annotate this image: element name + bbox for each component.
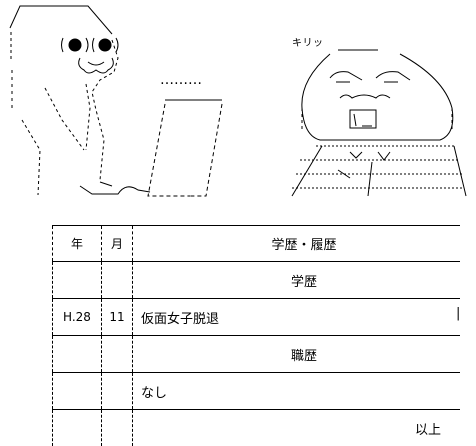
right-character-shirt: [292, 146, 466, 196]
header-month: 月: [102, 226, 133, 262]
table-row: なし: [53, 373, 460, 410]
row-content: 職歴: [291, 349, 317, 364]
left-character-mouth: [79, 58, 114, 73]
left-character-eyes: [62, 38, 119, 52]
kiri-sound-effect: キリッ: [292, 38, 324, 50]
right-character-head: [302, 50, 453, 140]
right-character-mouth: [340, 95, 390, 128]
ascii-art-scene: ………: [0, 0, 476, 225]
row-content: 学歴: [291, 275, 317, 290]
row-month: 11: [109, 310, 124, 324]
ellipsis-dots: ………: [160, 72, 202, 88]
laptop-drawing: [148, 100, 222, 196]
table-row: 以上: [53, 410, 460, 446]
row-year: H.28: [63, 310, 91, 324]
right-character-eyes: [330, 72, 410, 82]
table-row: H.28 11 仮面女子脱退: [53, 299, 460, 336]
row-content: 仮面女子脱退: [141, 312, 219, 327]
left-character-figure: [10, 6, 150, 195]
table-header-row: 年 月 学歴・履歴: [53, 226, 460, 262]
row-content: なし: [141, 386, 167, 401]
table-row: 職歴: [53, 336, 460, 373]
header-year: 年: [53, 226, 102, 262]
table-row: 学歴: [53, 262, 460, 299]
row-content: 以上: [415, 423, 441, 438]
header-title: 学歴・履歴: [133, 226, 460, 262]
resume-table: 年 月 学歴・履歴 学歴 H.28 11 仮面女子脱退 職歴 なし 以上: [52, 225, 460, 446]
right-edge-rule-mark: |: [456, 306, 460, 321]
